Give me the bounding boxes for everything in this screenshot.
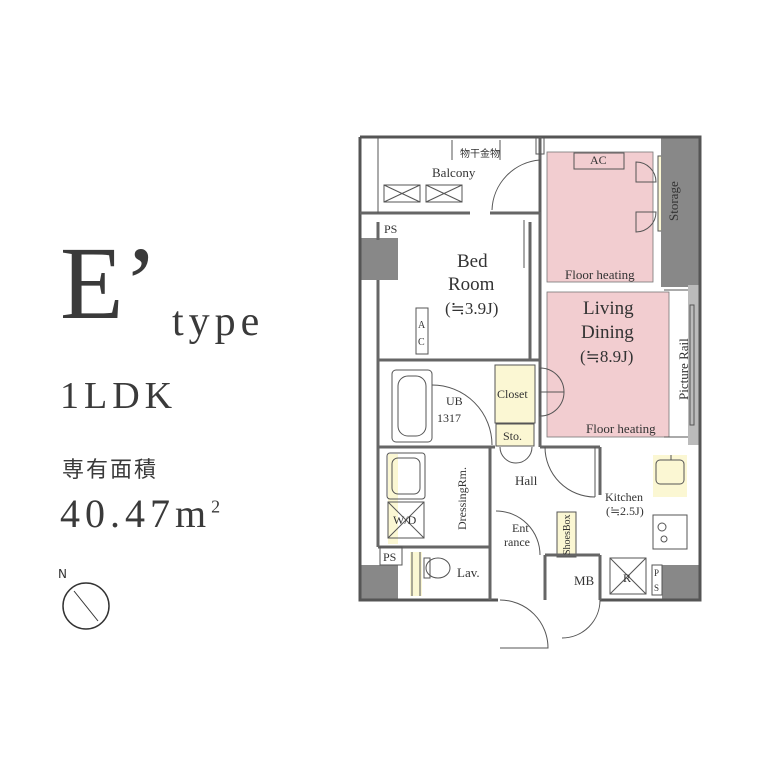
compass-ring <box>62 582 110 630</box>
bedroom-label-1: Bed <box>457 251 488 272</box>
closet-box <box>494 364 536 424</box>
shoes-box-label: ShoesBox <box>562 514 573 555</box>
kitchen-counter <box>653 455 687 497</box>
storage-label: Storage <box>666 181 681 221</box>
r-label: R <box>623 571 631 585</box>
outer-walls <box>358 135 702 602</box>
floor-heating-bottom-label: Floor heating <box>586 421 656 436</box>
column-top-left <box>360 238 398 280</box>
ub-size: 1317 <box>437 411 461 425</box>
area-value: 40.47m2 <box>60 490 225 537</box>
floor-heating-zone-top <box>546 151 654 283</box>
closet-label: Closet <box>497 387 528 401</box>
compass-north-label: N <box>58 567 67 581</box>
kitchen-size: (≒2.5J) <box>606 504 644 518</box>
floor-heating-zone-living <box>546 291 670 438</box>
bedroom-label-2: Room <box>448 274 495 295</box>
column-right-top <box>661 137 699 287</box>
sto-box <box>495 423 535 447</box>
hanger-label: 物干金物 <box>460 147 500 160</box>
area-unit-m: m <box>175 491 212 536</box>
plan-type: 1LDK <box>60 375 178 417</box>
area-unit-power: 2 <box>211 496 226 517</box>
shoes-box <box>556 511 577 558</box>
living-label-2: Dining <box>581 322 634 343</box>
column-bottom-right <box>662 565 700 601</box>
living-size: (≒8.9J) <box>580 347 633 366</box>
ps-small-s: S <box>654 583 659 593</box>
type-mark: ’ <box>123 226 159 341</box>
area-unit: m2 <box>175 491 225 536</box>
bedroom-ac-c: C <box>418 337 425 348</box>
balcony-label: Balcony <box>432 165 476 180</box>
living-label-1: Living <box>583 298 634 319</box>
compass-axis <box>73 590 99 622</box>
ps-top-label: PS <box>384 222 397 236</box>
type-word: type <box>172 299 265 345</box>
fixtures <box>377 137 695 649</box>
bedroom-ac-a: A <box>418 320 426 331</box>
type-letter-e: E <box>60 226 124 341</box>
picture-rail-label: Picture Rail <box>676 338 691 400</box>
area-number: 40.47 <box>60 491 175 536</box>
ps-bottom-label: PS <box>383 550 396 564</box>
ps-small-p: P <box>654 568 659 578</box>
hall-label: Hall <box>515 473 538 488</box>
entrance-label-2: rance <box>504 535 530 549</box>
type-letter: E’ <box>60 232 158 336</box>
column-bottom-left <box>360 565 398 600</box>
dressing-label: DressingRm. <box>455 467 469 530</box>
ub-label: UB <box>446 394 463 408</box>
lav-counter <box>410 552 422 596</box>
wd-label: W/D <box>393 513 417 527</box>
bedroom-size: (≒3.9J) <box>445 299 498 318</box>
area-label: 専有面積 <box>62 458 159 483</box>
mb-label: MB <box>574 573 595 588</box>
compass-icon: N <box>58 567 110 630</box>
ac-label: AC <box>590 153 607 167</box>
entrance-label-1: Ent <box>512 521 529 535</box>
floor-heating-top-label: Floor heating <box>565 267 635 282</box>
sto-label: Sto. <box>503 429 522 443</box>
kitchen-label: Kitchen <box>605 490 643 504</box>
lav-label: Lav. <box>457 565 480 580</box>
